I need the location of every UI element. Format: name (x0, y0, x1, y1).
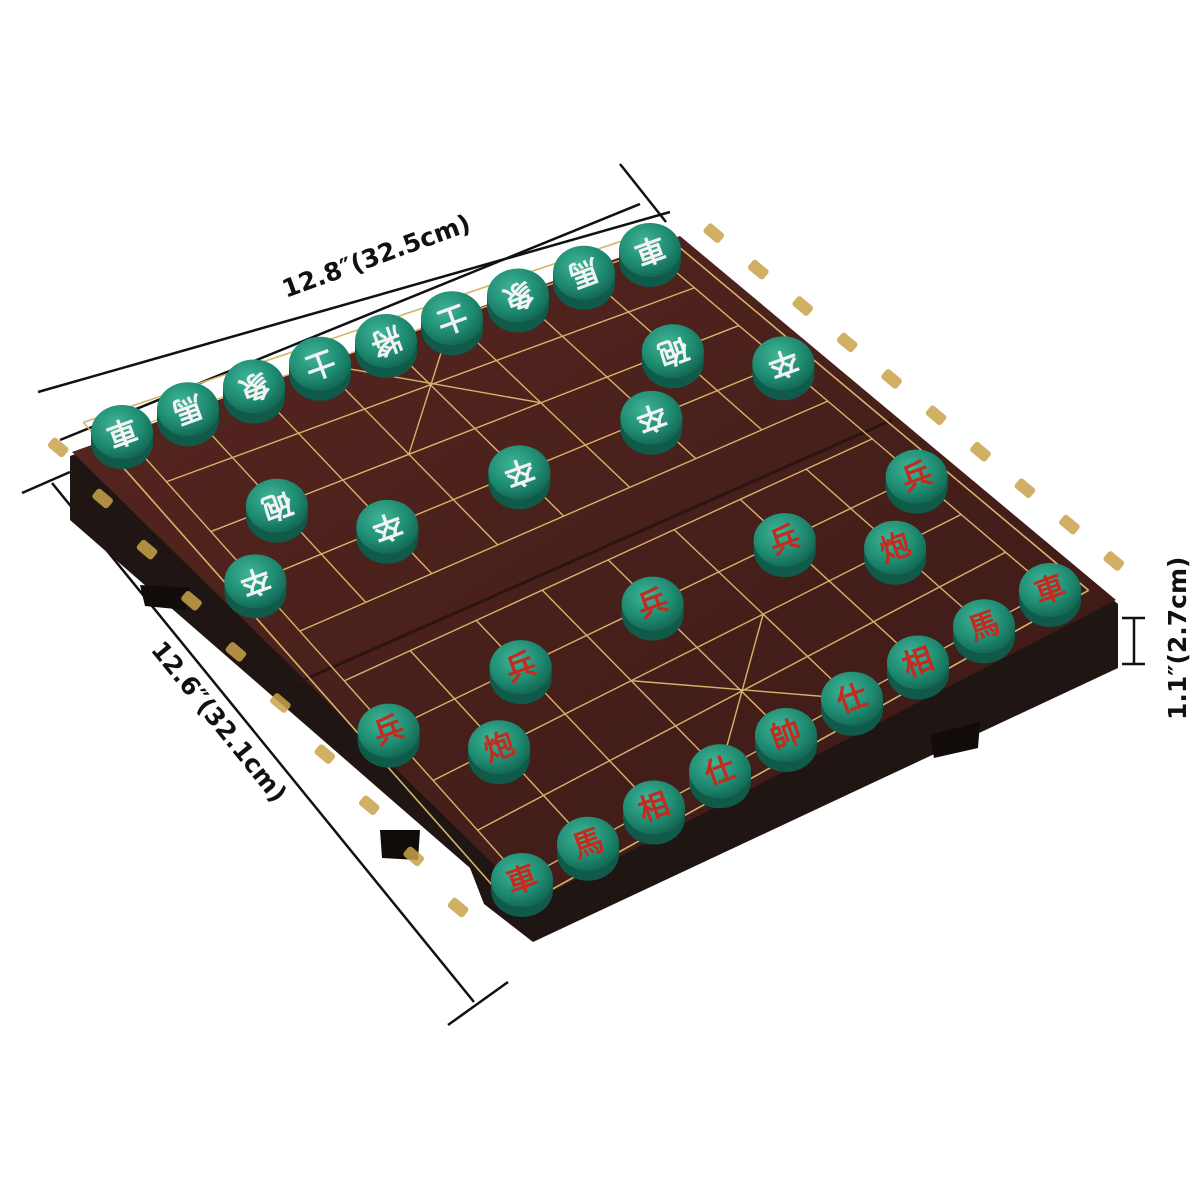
black-soldier[interactable]: 卒 (752, 336, 815, 401)
border-glyph-right (1103, 551, 1125, 571)
border-glyph-right (881, 369, 902, 389)
board-border-glyphs (47, 223, 1125, 918)
red-piece[interactable]: 仕 (689, 744, 751, 809)
black-piece[interactable]: 象 (223, 359, 285, 424)
border-glyph-left (314, 744, 336, 764)
border-glyph-left (47, 437, 69, 458)
red-soldier[interactable]: 兵 (621, 576, 684, 641)
border-glyph-left (270, 693, 291, 713)
red-piece[interactable]: 馬 (557, 816, 619, 881)
board-frame-line (657, 228, 1090, 591)
black-piece[interactable]: 馬 (157, 382, 219, 447)
border-glyph-left (358, 795, 380, 816)
border-glyph-right (970, 441, 991, 462)
black-piece[interactable]: 馬 (553, 245, 615, 310)
red-soldier[interactable]: 兵 (489, 640, 552, 705)
red-soldier[interactable]: 兵 (357, 703, 420, 768)
board-frame-line (82, 421, 516, 911)
red-piece[interactable]: 相 (887, 635, 949, 700)
red-piece[interactable]: 車 (1019, 563, 1081, 627)
border-glyph-right (925, 405, 947, 426)
black-soldier[interactable]: 卒 (620, 390, 683, 455)
grid-file-line (121, 431, 523, 881)
border-glyph-left (225, 642, 247, 662)
black-piece[interactable]: 車 (619, 223, 681, 287)
border-glyph-left (181, 590, 202, 611)
border-glyph-left (447, 897, 469, 918)
border-glyph-left (136, 539, 158, 560)
red-piece[interactable]: 相 (623, 780, 685, 845)
red-soldier[interactable]: 兵 (885, 449, 948, 514)
red-piece[interactable]: 帥 (755, 708, 817, 772)
border-glyph-left (403, 846, 425, 867)
black-soldier[interactable]: 卒 (488, 445, 551, 510)
black-piece[interactable]: 將 (355, 314, 417, 378)
black-piece[interactable]: 士 (421, 291, 483, 356)
red-piece[interactable]: 仕 (821, 671, 883, 736)
board (47, 223, 1125, 942)
palace-diagonal (319, 363, 542, 404)
black-piece[interactable]: 象 (487, 268, 549, 333)
board-face (72, 236, 1116, 902)
red-soldier[interactable]: 兵 (753, 513, 816, 578)
palace-diagonal (631, 679, 853, 700)
border-glyph-right (836, 332, 858, 353)
border-glyph-left (92, 488, 113, 509)
border-glyph-right (1059, 514, 1080, 535)
border-glyph-right (703, 223, 725, 243)
dimension-height: 1.1″(2.7cm) (1122, 557, 1192, 720)
border-glyph-right (792, 296, 814, 316)
border-glyph-right (1014, 478, 1036, 498)
black-piece[interactable]: 車 (91, 405, 153, 469)
black-soldier[interactable]: 卒 (356, 499, 419, 564)
black-cannon[interactable]: 砲 (245, 478, 308, 543)
width-label: 12.8″(32.5cm) (278, 209, 474, 304)
red-cannon[interactable]: 炮 (864, 520, 927, 585)
border-glyph-right (747, 259, 769, 280)
black-soldier[interactable]: 卒 (224, 554, 287, 619)
height-label: 1.1″(2.7cm) (1163, 557, 1192, 720)
red-piece[interactable]: 車 (491, 853, 553, 917)
red-cannon[interactable]: 炮 (468, 720, 531, 785)
black-cannon[interactable]: 砲 (641, 324, 704, 389)
grid-file-line (649, 249, 1051, 591)
red-piece[interactable]: 馬 (953, 599, 1015, 664)
black-piece[interactable]: 士 (289, 336, 351, 401)
